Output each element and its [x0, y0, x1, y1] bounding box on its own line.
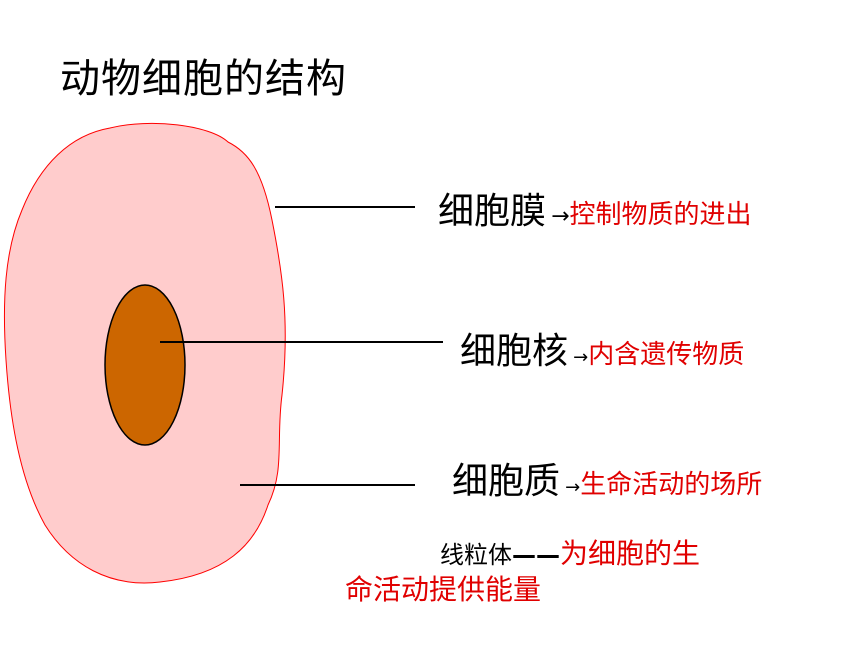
cell-nucleus	[104, 284, 186, 446]
membrane-label: 细胞膜 →控制物质的进出	[438, 182, 752, 234]
mitochondria-label: 线粒体——为细胞的生	[440, 532, 700, 572]
mitochondria-description-line2: 命活动提供能量	[345, 573, 542, 606]
nucleus-name: 细胞核	[460, 331, 569, 372]
cytoplasm-description: 生命活动的场所	[580, 470, 763, 500]
cytoplasm-arrow: →	[565, 477, 581, 498]
mitochondria-description-line1: 为细胞的生	[560, 537, 701, 570]
mitochondria-name: 线粒体	[440, 541, 512, 569]
nucleus-arrow: →	[573, 347, 589, 368]
cytoplasm-name: 细胞质	[452, 461, 561, 502]
membrane-description: 控制物质的进出	[569, 200, 752, 230]
membrane-arrow: →	[551, 204, 570, 229]
nucleus-description: 内含遗传物质	[588, 340, 745, 370]
cytoplasm-label: 细胞质 →生命活动的场所	[452, 452, 762, 504]
nucleus-label: 细胞核 →内含遗传物质	[460, 322, 744, 374]
mitochondria-dash: ——	[512, 541, 560, 569]
membrane-name: 细胞膜	[438, 191, 547, 232]
mitochondria-description-line2-wrap: 命活动提供能量	[345, 568, 541, 608]
page-title: 动物细胞的结构	[60, 56, 347, 102]
